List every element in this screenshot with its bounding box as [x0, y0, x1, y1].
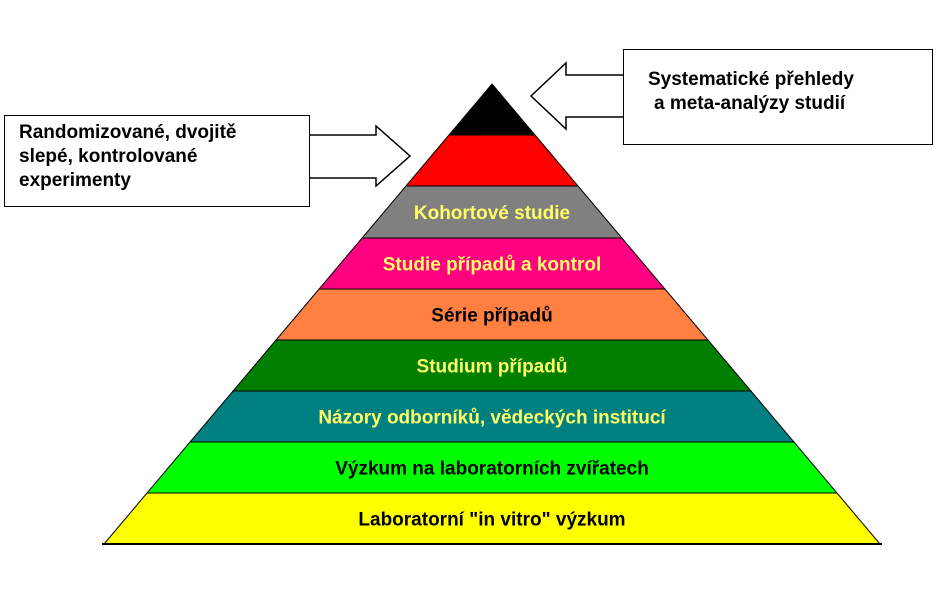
pyramid-level-7-label: Názory odborníků, vědeckých institucí [318, 408, 666, 429]
pyramid-level-2 [404, 134, 580, 187]
pyramid-level-5-label: Série případů [431, 306, 552, 327]
pyramid-level-8-label: Výzkum na laboratorních zvířatech [335, 459, 649, 480]
callout-arrows [307, 61, 627, 188]
callout-box-systematic-reviews: Systematické přehledy a meta-analýzy stu… [623, 49, 933, 145]
callout-rct-line-2: slepé, kontrolované [19, 146, 198, 167]
pyramid-level-9-label: Laboratorní "in vitro" výzkum [358, 510, 625, 531]
arrow-to-rct-level [307, 124, 412, 188]
callout-rct-line-3: experimenty [19, 170, 131, 191]
pyramid-level-1 [447, 83, 537, 136]
pyramid-level-4-label: Studie případů a kontrol [383, 255, 602, 276]
callout-box-rct: Randomizované, dvojitě slepé, kontrolova… [4, 115, 310, 207]
pyramid-level-3-label: Kohortové studie [414, 203, 570, 224]
callout-reviews-line-1: Systematické přehledy [648, 69, 854, 90]
callout-reviews-line-2: a meta-analýzy studií [654, 93, 846, 114]
pyramid-level-6-label: Studium případů [417, 357, 568, 378]
arrow-to-apex-level [529, 61, 627, 131]
callout-rct-line-1: Randomizované, dvojitě [19, 122, 237, 143]
